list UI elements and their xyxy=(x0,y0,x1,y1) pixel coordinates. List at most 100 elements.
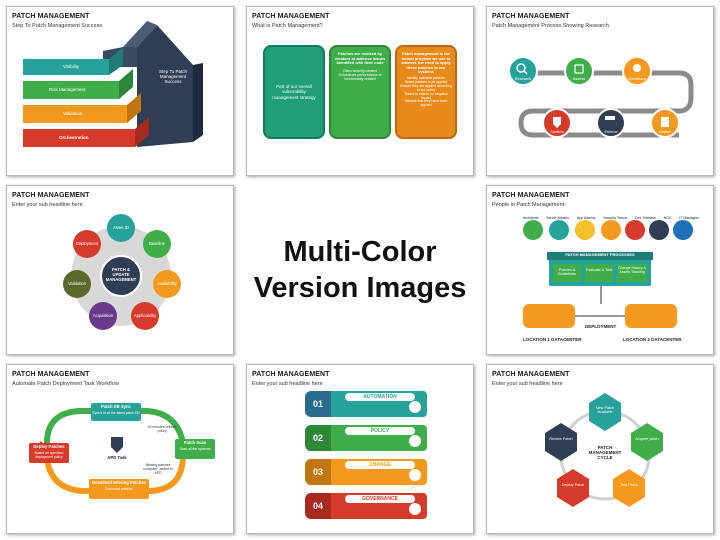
slide-people[interactable]: PATCH MANAGEMENT People in Patch Managem… xyxy=(486,185,714,355)
cycle-node-test xyxy=(613,469,645,507)
person-label: Dev. Release xyxy=(635,216,656,220)
process-flow xyxy=(508,56,694,138)
petal-availability xyxy=(153,270,181,298)
workflow-diagram xyxy=(29,403,215,499)
slide-title: PATCH MANAGEMENT xyxy=(252,371,330,378)
slide-step-to-success[interactable]: PATCH MANAGEMENT Step To Patch Managemen… xyxy=(6,6,234,176)
slide-numbered-list[interactable]: PATCH MANAGEMENT Enter your sub headline… xyxy=(246,364,474,534)
center-headline: Multi-Color Version Images xyxy=(240,185,480,355)
person-label: Architects xyxy=(523,216,539,220)
card-bullet: Select patches to be applied xyxy=(404,79,448,84)
slide-what-is-patch[interactable]: PATCH MANAGEMENT What is Patch Managemen… xyxy=(246,6,474,176)
headline-line2: Version Images xyxy=(253,272,467,304)
workflow-desc: Sync's in w/ the latest patch DB xyxy=(92,411,140,415)
petal-applicability xyxy=(131,302,159,330)
card-bullet: Tested to ensure no negative impact xyxy=(404,91,448,100)
steps-graphic xyxy=(23,21,203,147)
slide-title: PATCH MANAGEMENT xyxy=(12,13,90,20)
card-head: Patches are realized by vendors to addre… xyxy=(334,51,386,66)
item-label: GOVERNANCE xyxy=(345,495,415,503)
headline-line1: Multi-Color xyxy=(283,235,437,268)
automation-icon xyxy=(409,401,421,413)
list-item: 02 POLICY xyxy=(305,425,427,455)
slide-title: PATCH MANAGEMENT xyxy=(12,371,90,378)
list-item: 04 GOVERNANCE xyxy=(305,493,427,523)
slide-title: PATCH MANAGEMENT xyxy=(12,192,90,199)
node-label: Assess xyxy=(572,77,586,81)
petal-deployment xyxy=(73,230,101,258)
card-orange: Patch management is the formal program w… xyxy=(395,45,457,139)
item-label: CHANGE xyxy=(345,461,415,469)
cycle-label: New Patch Available xyxy=(595,406,615,415)
workflow-desc: Scan all the systems xyxy=(179,447,211,451)
process-box: Change History & Assets Tracking xyxy=(617,266,647,275)
item-number: 04 xyxy=(305,493,331,519)
person-noc xyxy=(649,220,669,240)
cycle-node-deploy xyxy=(557,469,589,507)
assess-node xyxy=(564,56,594,86)
card-head: Patch management is the formal program w… xyxy=(401,51,451,75)
cycle-diagram xyxy=(545,393,663,507)
datacenter-label: LOCATION 2 DATACENTER xyxy=(623,337,682,342)
step-label: Orchestration xyxy=(59,135,89,140)
slide-subtitle: Enter your sub headline here xyxy=(252,381,323,387)
card-text: Part of our overall vulnerability manage… xyxy=(272,84,316,100)
shield-icon xyxy=(111,437,123,453)
card-bullet: Identify available patches xyxy=(406,75,446,80)
workflow-center: APD Task xyxy=(107,455,127,460)
gear-icon xyxy=(633,64,641,72)
step-label: Validation xyxy=(63,111,83,116)
enforce-node xyxy=(596,108,626,138)
list-item: 03 CHANGE xyxy=(305,459,427,489)
person-label: App Admins xyxy=(576,216,596,220)
process-box: Policies & Guidelines xyxy=(558,268,576,277)
person-app-admins xyxy=(575,220,595,240)
node-label: Report xyxy=(659,130,671,134)
person-label: IT Managers xyxy=(679,216,699,220)
workflow-note: 30 minutes refresh policy xyxy=(147,425,177,433)
workflow-note: Missing patches computer, added to APD xyxy=(143,463,173,475)
shield-icon xyxy=(553,117,561,128)
step-label: Risk Management xyxy=(49,87,86,92)
slide-subtitle: What is Patch Management? xyxy=(252,23,323,29)
slide-title: PATCH MANAGEMENT xyxy=(492,192,570,199)
slide-cycle[interactable]: PATCH MANAGEMENT Enter your sub headline… xyxy=(486,364,714,534)
governance-icon xyxy=(409,503,421,515)
petal-validation xyxy=(63,270,91,298)
card-green-2: Patches are realized by vendors to addre… xyxy=(329,45,391,139)
workflow-step: Patch DB Sync xyxy=(101,404,131,409)
workflow-step: Patch Scan xyxy=(183,440,207,445)
node-label: Enforce xyxy=(604,130,618,134)
slide-process-research[interactable]: PATCH MANAGEMENT Patch Management Proces… xyxy=(486,6,714,176)
petal-diagram xyxy=(63,214,181,330)
node-label: Research xyxy=(514,77,532,81)
person-label: NOC xyxy=(663,216,672,220)
person-security xyxy=(601,220,621,240)
item-label: AUTOMATION xyxy=(345,393,415,401)
person-label: Server Admins xyxy=(546,216,569,220)
report-icon xyxy=(661,117,669,127)
process-title: PATCH MANAGEMENT PROCESSES xyxy=(565,252,635,257)
card-bullet: Sometimes performance or functionality-r… xyxy=(338,72,382,82)
slide-subtitle: Automate Patch Deployment Task Workflow xyxy=(12,381,119,387)
workflow-desc: Download patches xyxy=(105,487,133,491)
node-label: Operations xyxy=(627,77,647,81)
slide-subtitle: Enter your sub headline here xyxy=(492,381,563,387)
slide-automate-workflow[interactable]: PATCH MANAGEMENT Automate Patch Deployme… xyxy=(6,364,234,534)
person-dev-release xyxy=(625,220,645,240)
cycle-node-review xyxy=(545,423,577,461)
card-green: Part of our overall vulnerability manage… xyxy=(263,45,325,139)
petal-label: Asset ID xyxy=(113,225,129,230)
assess-icon xyxy=(574,64,584,74)
slide-subtitle: Patch Management Process Showing Researc… xyxy=(492,23,609,29)
slide-update-management[interactable]: PATCH MANAGEMENT Enter your sub headline… xyxy=(6,185,234,355)
cycle-label: Review Patch xyxy=(549,437,573,441)
person-server-admins xyxy=(549,220,569,240)
workflow-step: Download Missing Patches xyxy=(92,480,146,485)
deployment-label: DEPLOYMENT xyxy=(585,324,617,329)
petal-label: Availability xyxy=(157,281,177,286)
cycle-node-new-patch xyxy=(589,393,621,431)
person-label: Security Teams xyxy=(603,216,628,220)
card-bullet: Validate that they have been applied xyxy=(404,99,448,108)
cycle-label: Test Patch xyxy=(620,483,638,487)
